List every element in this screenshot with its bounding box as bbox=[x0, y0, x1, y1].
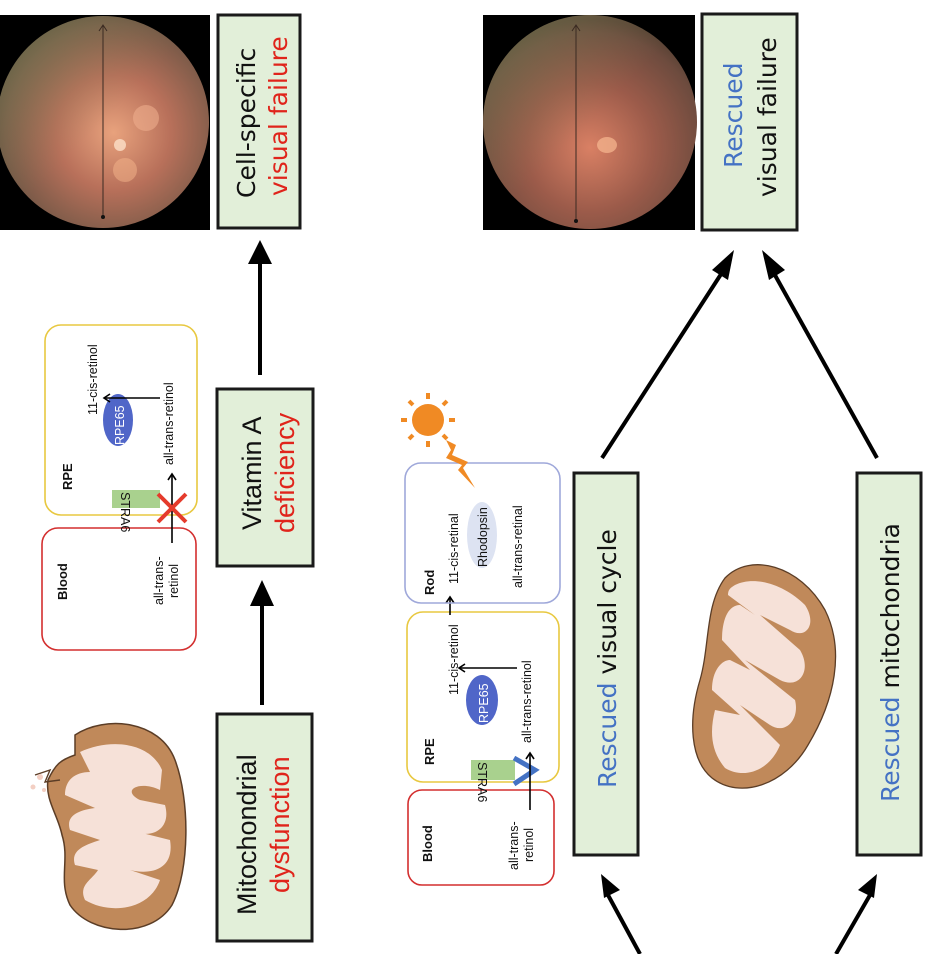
mitochondrial-dysfunction-box: Mitochondrial dysfunction bbox=[215, 712, 314, 943]
arrow-dysfunction-to-vitaminA bbox=[250, 580, 274, 705]
blocked-x-icon bbox=[156, 492, 188, 524]
rpe65-label-rescued: RPE65 bbox=[477, 683, 491, 723]
rpe-label-rescued: RPE bbox=[422, 738, 437, 765]
rpe-compartment bbox=[44, 324, 198, 516]
arrow-into-rescued-cycle bbox=[601, 874, 642, 954]
blood-compound-1-rescued: all-trans- bbox=[507, 821, 521, 870]
arrow-mito-to-outcome bbox=[762, 250, 879, 459]
sun-icon bbox=[401, 393, 455, 447]
rod-label: Rod bbox=[422, 570, 437, 595]
step1-line2: dysfunction bbox=[265, 756, 295, 893]
rescued-mito-rest: mitochondria bbox=[876, 523, 905, 697]
cell-specific-visual-failure-box: Cell-specific visual failure bbox=[216, 13, 302, 230]
rescued-visual-failure-box: Rescued visual failure bbox=[700, 12, 799, 232]
blood-compartment bbox=[41, 527, 197, 651]
step3-line1: Cell-specific bbox=[232, 48, 261, 198]
blood-compartment-rescued bbox=[407, 789, 555, 886]
blood-label: Blood bbox=[55, 563, 70, 600]
arrow-into-rescued-mito bbox=[834, 874, 877, 954]
fundus-photo-degenerated bbox=[0, 15, 210, 230]
rhodopsin-label: Rhodopsin bbox=[476, 507, 490, 567]
stra6-transporter bbox=[112, 490, 160, 508]
step2-line2: deficiency bbox=[270, 412, 300, 533]
rpe-in-label: all-trans-retinol bbox=[162, 382, 176, 465]
rescued-cycle-text: Rescued visual cycle bbox=[593, 529, 622, 788]
blood-compound-2-rescued: retinol bbox=[522, 828, 536, 862]
rpe-compartment-rescued bbox=[406, 611, 560, 783]
blood-label-rescued: Blood bbox=[420, 825, 435, 862]
outcome-line1: Rescued bbox=[719, 63, 748, 169]
lightning-icon bbox=[446, 440, 475, 488]
rpe65-enzyme bbox=[103, 394, 133, 446]
stra6-transporter-rescued bbox=[471, 760, 515, 780]
visual-cycle-blocked: Blood all-trans- retinol RPE STRA6 RPE65… bbox=[41, 324, 198, 651]
rpe-label: RPE bbox=[60, 463, 75, 490]
outcome-line2: visual failure bbox=[753, 37, 782, 197]
rod-out-label: all-trans-retinal bbox=[511, 505, 525, 588]
rescued-visual-cycle-box: Rescued visual cycle bbox=[572, 471, 640, 857]
arrow-vitaminA-to-failure bbox=[248, 240, 272, 375]
rod-compartment bbox=[404, 462, 561, 604]
fundus-photo-rescued bbox=[483, 15, 697, 230]
stra6-label: STRA6 bbox=[118, 492, 132, 532]
vitamin-a-deficiency-box: Vitamin A deficiency bbox=[215, 387, 315, 568]
rescued-cycle-blue: Rescued bbox=[593, 683, 622, 789]
rod-in-label: 11-cis-retinal bbox=[447, 513, 461, 584]
rescued-mito-text: Rescued mitochondria bbox=[876, 523, 905, 802]
step2-line1: Vitamin A bbox=[237, 416, 267, 530]
healthy-mitochondrion-icon bbox=[692, 564, 837, 789]
rescued-cycle-rest: visual cycle bbox=[593, 529, 622, 682]
rpe-in-label-rescued: all-trans-retinol bbox=[520, 660, 534, 743]
stra6-label-rescued: STRA6 bbox=[475, 762, 489, 802]
blood-compound-2: retinol bbox=[167, 564, 181, 598]
visual-cycle-rescued: Blood all-trans- retinol RPE STRA6 RPE65… bbox=[401, 393, 561, 886]
blood-compound-1: all-trans- bbox=[152, 556, 166, 605]
rpe65-label: RPE65 bbox=[113, 405, 127, 445]
step1-line1: Mitochondrial bbox=[232, 754, 262, 915]
arrow-cycle-to-outcome bbox=[600, 250, 734, 460]
rpe-out-label-rescued: 11-cis-retinol bbox=[447, 624, 461, 695]
rescued-check-icon bbox=[512, 755, 540, 787]
rhodopsin bbox=[467, 502, 497, 568]
rescued-mito-blue: Rescued bbox=[876, 697, 905, 803]
damaged-mitochondrion-icon bbox=[30, 722, 187, 931]
rescued-mitochondria-box: Rescued mitochondria bbox=[855, 471, 923, 857]
step3-line2: visual failure bbox=[264, 36, 293, 196]
rpe-out-label: 11-cis-retinol bbox=[86, 344, 100, 415]
rpe65-enzyme-rescued bbox=[466, 675, 498, 725]
